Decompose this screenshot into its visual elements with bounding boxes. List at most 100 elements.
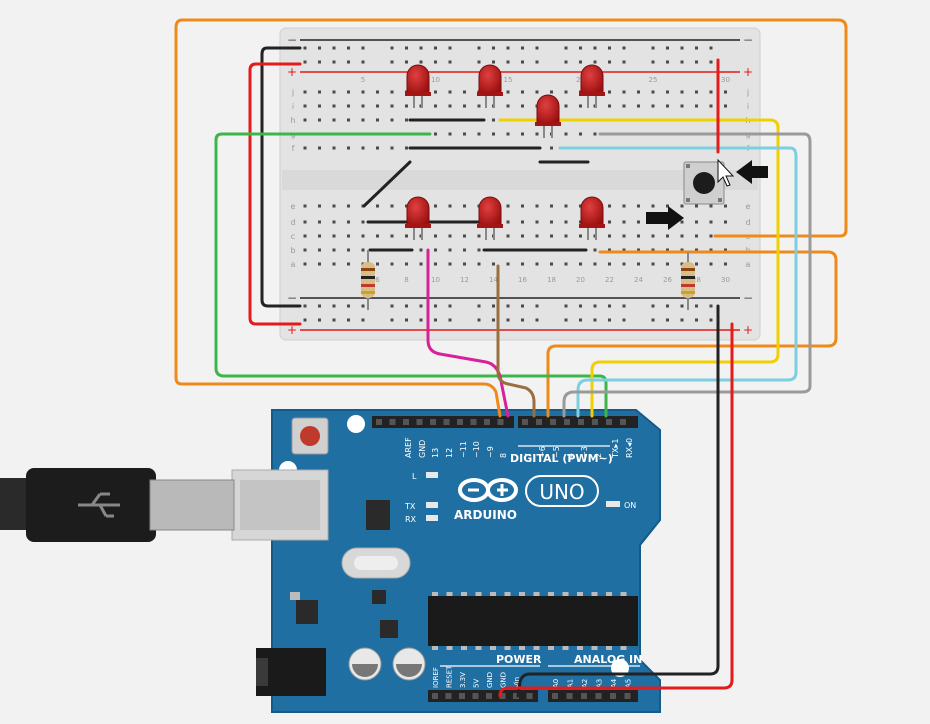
- red-led[interactable]: [405, 196, 431, 240]
- breadboard-hole[interactable]: [318, 104, 321, 108]
- rail-hole[interactable]: [332, 304, 336, 308]
- rail-hole[interactable]: [303, 304, 307, 308]
- breadboard-hole[interactable]: [695, 104, 698, 108]
- breadboard-hole[interactable]: [361, 234, 365, 238]
- rail-hole[interactable]: [405, 304, 408, 308]
- header-pin[interactable]: [522, 419, 528, 425]
- header-pin[interactable]: [499, 693, 506, 699]
- rail-hole[interactable]: [521, 46, 524, 50]
- breadboard-hole[interactable]: [608, 248, 611, 252]
- breadboard-hole[interactable]: [651, 204, 655, 208]
- wires[interactable]: [174, 18, 848, 698]
- red-led[interactable]: [579, 196, 605, 240]
- rail-hole[interactable]: [361, 46, 365, 50]
- breadboard-hole[interactable]: [448, 248, 452, 252]
- rail-hole[interactable]: [347, 304, 350, 308]
- reset-button[interactable]: [300, 426, 320, 446]
- breadboard-hole[interactable]: [564, 204, 568, 208]
- breadboard-hole[interactable]: [419, 262, 423, 266]
- breadboard-hole[interactable]: [347, 90, 350, 94]
- breadboard-hole[interactable]: [318, 234, 321, 238]
- led-body[interactable]: [406, 196, 430, 227]
- breadboard-hole[interactable]: [506, 132, 510, 136]
- breadboard-hole[interactable]: [332, 204, 336, 208]
- breadboard-hole[interactable]: [651, 262, 655, 266]
- rail-hole[interactable]: [405, 318, 408, 322]
- rail-hole[interactable]: [695, 318, 698, 322]
- breadboard-hole[interactable]: [695, 248, 698, 252]
- header-pin[interactable]: [536, 419, 542, 425]
- breadboard-hole[interactable]: [448, 234, 452, 238]
- rail-hole[interactable]: [535, 46, 539, 50]
- breadboard-hole[interactable]: [535, 132, 539, 136]
- breadboard-hole[interactable]: [564, 90, 568, 94]
- rail-hole[interactable]: [593, 318, 597, 322]
- rail-hole[interactable]: [318, 60, 321, 64]
- header-pin[interactable]: [564, 419, 570, 425]
- breadboard-hole[interactable]: [666, 104, 669, 108]
- red-led[interactable]: [477, 64, 503, 108]
- rail-hole[interactable]: [680, 318, 684, 322]
- breadboard-hole[interactable]: [521, 104, 524, 108]
- rail-hole[interactable]: [448, 60, 452, 64]
- breadboard-hole[interactable]: [579, 204, 582, 208]
- led-group[interactable]: [405, 64, 605, 240]
- breadboard-hole[interactable]: [376, 104, 379, 108]
- breadboard-hole[interactable]: [695, 262, 698, 266]
- breadboard-hole[interactable]: [724, 90, 727, 94]
- rail-hole[interactable]: [347, 318, 350, 322]
- breadboard-hole[interactable]: [637, 262, 640, 266]
- led-body[interactable]: [536, 94, 560, 125]
- header-pin[interactable]: [430, 419, 436, 425]
- rail-hole[interactable]: [695, 46, 698, 50]
- header-pin[interactable]: [457, 419, 463, 425]
- breadboard-hole[interactable]: [434, 248, 437, 252]
- breadboard-hole[interactable]: [666, 234, 669, 238]
- rail-hole[interactable]: [709, 60, 713, 64]
- breadboard-hole[interactable]: [724, 220, 727, 224]
- breadboard-hole[interactable]: [593, 248, 597, 252]
- breadboard-hole[interactable]: [608, 104, 611, 108]
- breadboard-hole[interactable]: [622, 104, 626, 108]
- rail-hole[interactable]: [347, 46, 350, 50]
- header-pin[interactable]: [376, 419, 382, 425]
- breadboard-hole[interactable]: [666, 90, 669, 94]
- rail-hole[interactable]: [477, 60, 481, 64]
- rail-hole[interactable]: [608, 304, 611, 308]
- breadboard-hole[interactable]: [651, 104, 655, 108]
- breadboard-hole[interactable]: [390, 234, 394, 238]
- header-pin[interactable]: [472, 693, 479, 699]
- breadboard-hole[interactable]: [332, 146, 336, 150]
- rail-hole[interactable]: [434, 60, 437, 64]
- wire-brown-pin7[interactable]: [496, 264, 536, 418]
- breadboard-hole[interactable]: [448, 90, 452, 94]
- breadboard-hole[interactable]: [434, 90, 437, 94]
- breadboard-hole[interactable]: [463, 248, 466, 252]
- breadboard-hole[interactable]: [521, 132, 524, 136]
- breadboard-hole[interactable]: [448, 262, 452, 266]
- rail-hole[interactable]: [477, 304, 481, 308]
- breadboard-hole[interactable]: [318, 248, 321, 252]
- breadboard-hole[interactable]: [651, 248, 655, 252]
- header-pin[interactable]: [624, 693, 631, 699]
- rail-hole[interactable]: [390, 304, 394, 308]
- breadboard-hole[interactable]: [579, 234, 582, 238]
- wire-orange-pin6[interactable]: [546, 250, 838, 418]
- breadboard-hole[interactable]: [695, 90, 698, 94]
- breadboard-hole[interactable]: [724, 262, 727, 266]
- breadboard-hole[interactable]: [347, 262, 350, 266]
- breadboard-hole[interactable]: [376, 118, 379, 122]
- breadboard-hole[interactable]: [535, 234, 539, 238]
- breadboard-hole[interactable]: [303, 118, 307, 122]
- breadboard-hole[interactable]: [593, 132, 597, 136]
- rail-hole[interactable]: [709, 46, 713, 50]
- breadboard-hole[interactable]: [695, 234, 698, 238]
- breadboard-hole[interactable]: [608, 234, 611, 238]
- breadboard-hole[interactable]: [463, 132, 466, 136]
- header-pin[interactable]: [403, 419, 409, 425]
- breadboard-hole[interactable]: [332, 248, 336, 252]
- breadboard-hole[interactable]: [405, 234, 408, 238]
- header-pin[interactable]: [389, 419, 396, 425]
